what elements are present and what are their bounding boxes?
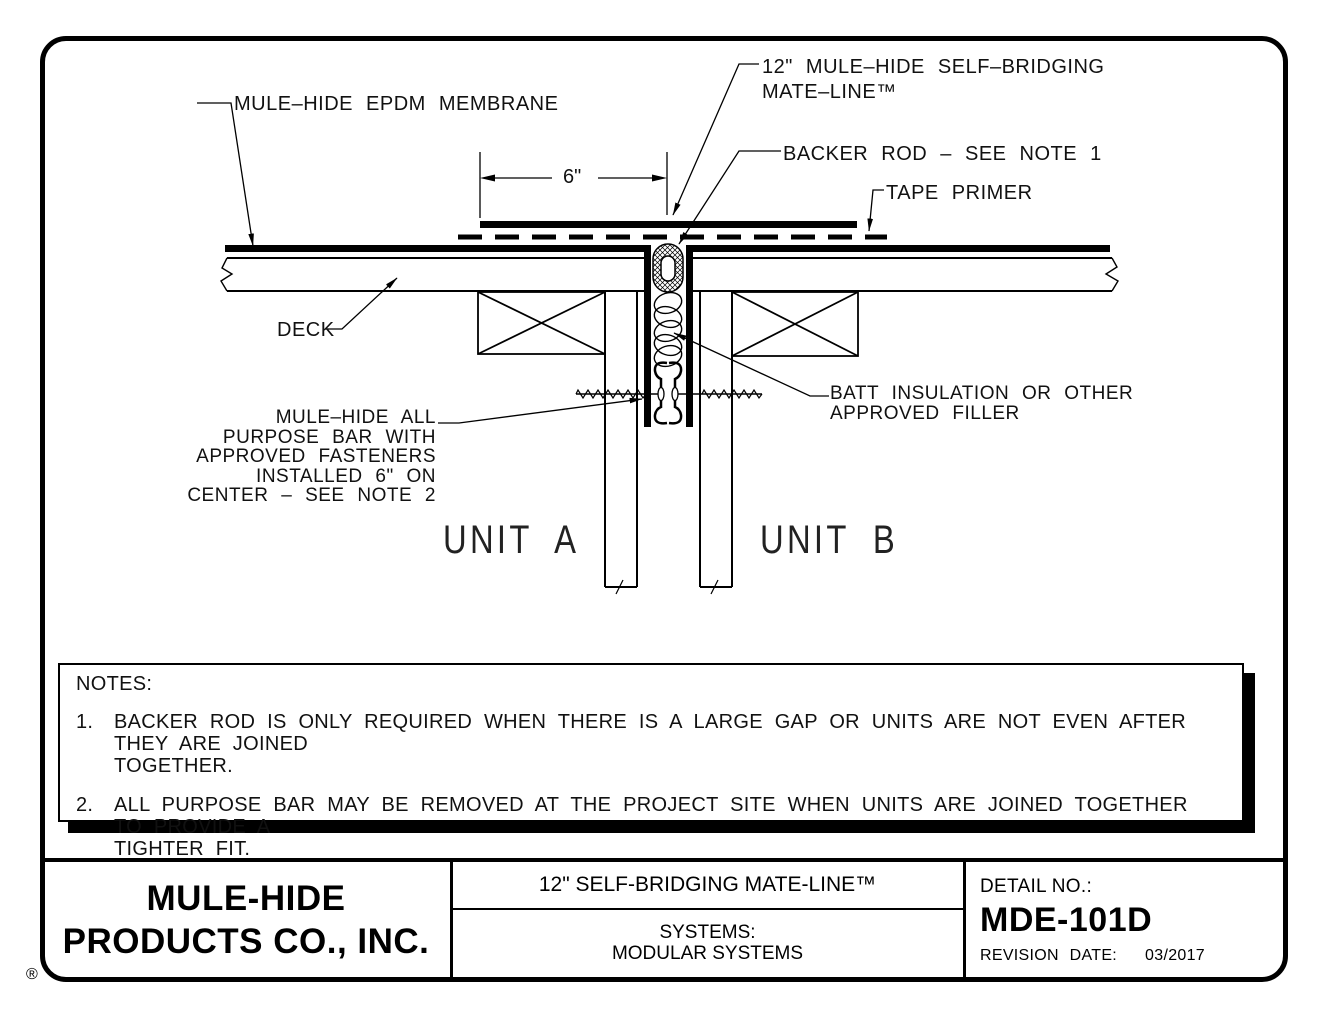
- note-2-number: 2.: [76, 794, 94, 816]
- dimension-text: 6": [563, 166, 582, 188]
- note-2: 2. ALL PURPOSE BAR MAY BE REMOVED AT THE…: [76, 794, 1226, 860]
- notes-box: NOTES: 1. BACKER ROD IS ONLY REQUIRED WH…: [58, 663, 1244, 860]
- revision-row: REVISION DATE: 03/2017: [980, 947, 1282, 965]
- note-2-line2: TIGHTER FIT.: [114, 838, 251, 860]
- label-bar-line1: MULE–HIDE ALL: [275, 407, 436, 428]
- detail-number: MDE-101D: [980, 901, 1153, 939]
- detail-no-label: DETAIL NO.:: [980, 876, 1093, 897]
- label-deck: DECK: [277, 319, 335, 341]
- label-batt-line2: APPROVED FILLER: [830, 402, 1020, 424]
- titleblock-mid-divider: [452, 908, 963, 910]
- label-mateline: 12" MULE–HIDE SELF–BRIDGING MATE–LINE™: [762, 55, 1104, 105]
- company-line2: PRODUCTS CO., INC.: [62, 922, 430, 961]
- label-bar-line2: PURPOSE BAR WITH: [222, 426, 436, 448]
- titleblock-divider-2: [963, 860, 966, 979]
- label-mateline-line2: MATE–LINE™: [762, 81, 897, 103]
- registered-trademark-symbol: ®: [26, 966, 38, 983]
- company-name: MULE-HIDE PRODUCTS CO., INC.: [42, 864, 450, 976]
- note-1-text: BACKER ROD IS ONLY REQUIRED WHEN THERE I…: [114, 711, 1226, 777]
- revision-date-value: 03/2017: [1145, 947, 1205, 964]
- label-unit-a: UNIT A: [443, 518, 580, 562]
- label-mateline-line1: 12" MULE–HIDE SELF–BRIDGING: [762, 56, 1105, 78]
- revision-date-label: REVISION DATE:: [980, 947, 1118, 964]
- detail-cell: DETAIL NO.: MDE-101D REVISION DATE: 03/2…: [966, 862, 1282, 978]
- titleblock-top-line: [42, 858, 1286, 862]
- label-backer-rod: BACKER ROD – SEE NOTE 1: [783, 143, 1102, 165]
- notes-title: NOTES:: [76, 673, 153, 695]
- product-title: 12" SELF-BRIDGING MATE-LINE™: [538, 872, 877, 896]
- note-1: 1. BACKER ROD IS ONLY REQUIRED WHEN THER…: [76, 711, 1226, 777]
- note-1-number: 1.: [76, 711, 94, 733]
- note-2-text: ALL PURPOSE BAR MAY BE REMOVED AT THE PR…: [114, 794, 1226, 860]
- label-bar-line5: CENTER – SEE NOTE 2: [187, 485, 436, 506]
- systems-cell: SYSTEMS: MODULAR SYSTEMS: [452, 910, 963, 976]
- note-1-line1: BACKER ROD IS ONLY REQUIRED WHEN THERE I…: [114, 711, 1186, 755]
- label-bar-line3: APPROVED FASTENERS: [196, 446, 436, 467]
- label-epdm-membrane: MULE–HIDE EPDM MEMBRANE: [234, 93, 559, 115]
- sheet-border: [40, 36, 1288, 982]
- label-bar-line4: INSTALLED 6" ON: [256, 465, 436, 487]
- label-tape-primer: TAPE PRIMER: [886, 182, 1033, 204]
- systems-line2: MODULAR SYSTEMS: [611, 943, 804, 964]
- label-batt-insulation: BATT INSULATION OR OTHER APPROVED FILLER: [830, 384, 1133, 423]
- company-line1: MULE-HIDE: [146, 879, 346, 918]
- note-2-line1: ALL PURPOSE BAR MAY BE REMOVED AT THE PR…: [114, 794, 1188, 838]
- note-1-line2: TOGETHER.: [114, 755, 234, 777]
- systems-line1: SYSTEMS:: [659, 922, 756, 943]
- label-unit-b: UNIT B: [760, 518, 899, 562]
- titleblock-divider-1: [450, 860, 453, 979]
- label-all-purpose-bar: MULE–HIDE ALL PURPOSE BAR WITH APPROVED …: [187, 408, 436, 506]
- label-batt-line1: BATT INSULATION OR OTHER: [830, 383, 1134, 404]
